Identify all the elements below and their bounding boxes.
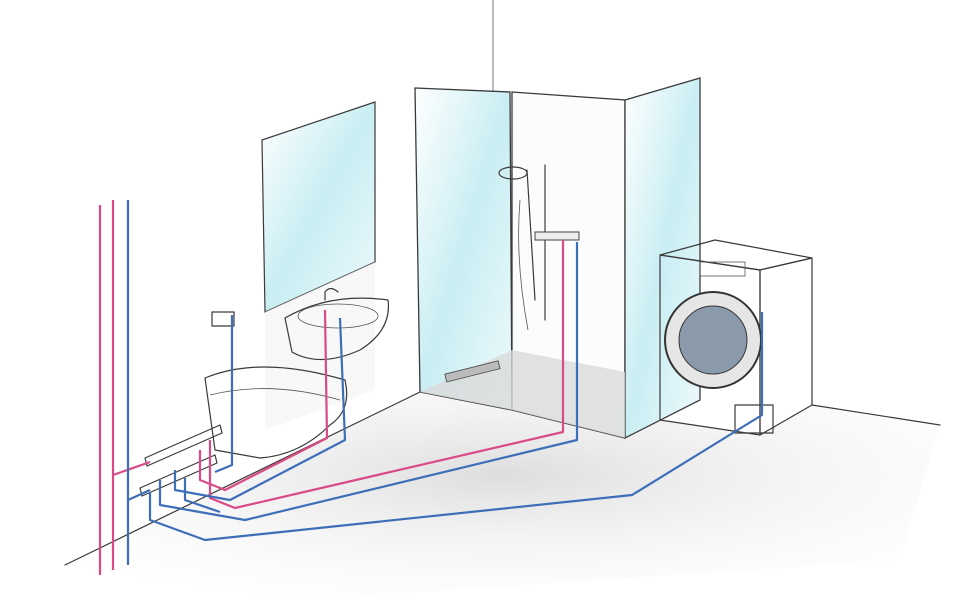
shower-glass-right — [624, 77, 701, 440]
washing-machine — [659, 239, 813, 436]
shower-drain — [444, 360, 501, 383]
floor-wall-line — [64, 391, 421, 566]
washbasin — [284, 287, 390, 361]
cold-water-pipes — [126, 200, 764, 565]
shower-head — [498, 164, 546, 331]
shower-shelf — [534, 231, 580, 241]
hot-water-pipes — [98, 200, 565, 575]
floor — [65, 392, 940, 600]
floor-wall-line-right — [811, 404, 941, 426]
wall-hung-toilet — [204, 366, 348, 459]
flush-button — [211, 311, 235, 327]
shower-enclosure — [414, 77, 701, 440]
